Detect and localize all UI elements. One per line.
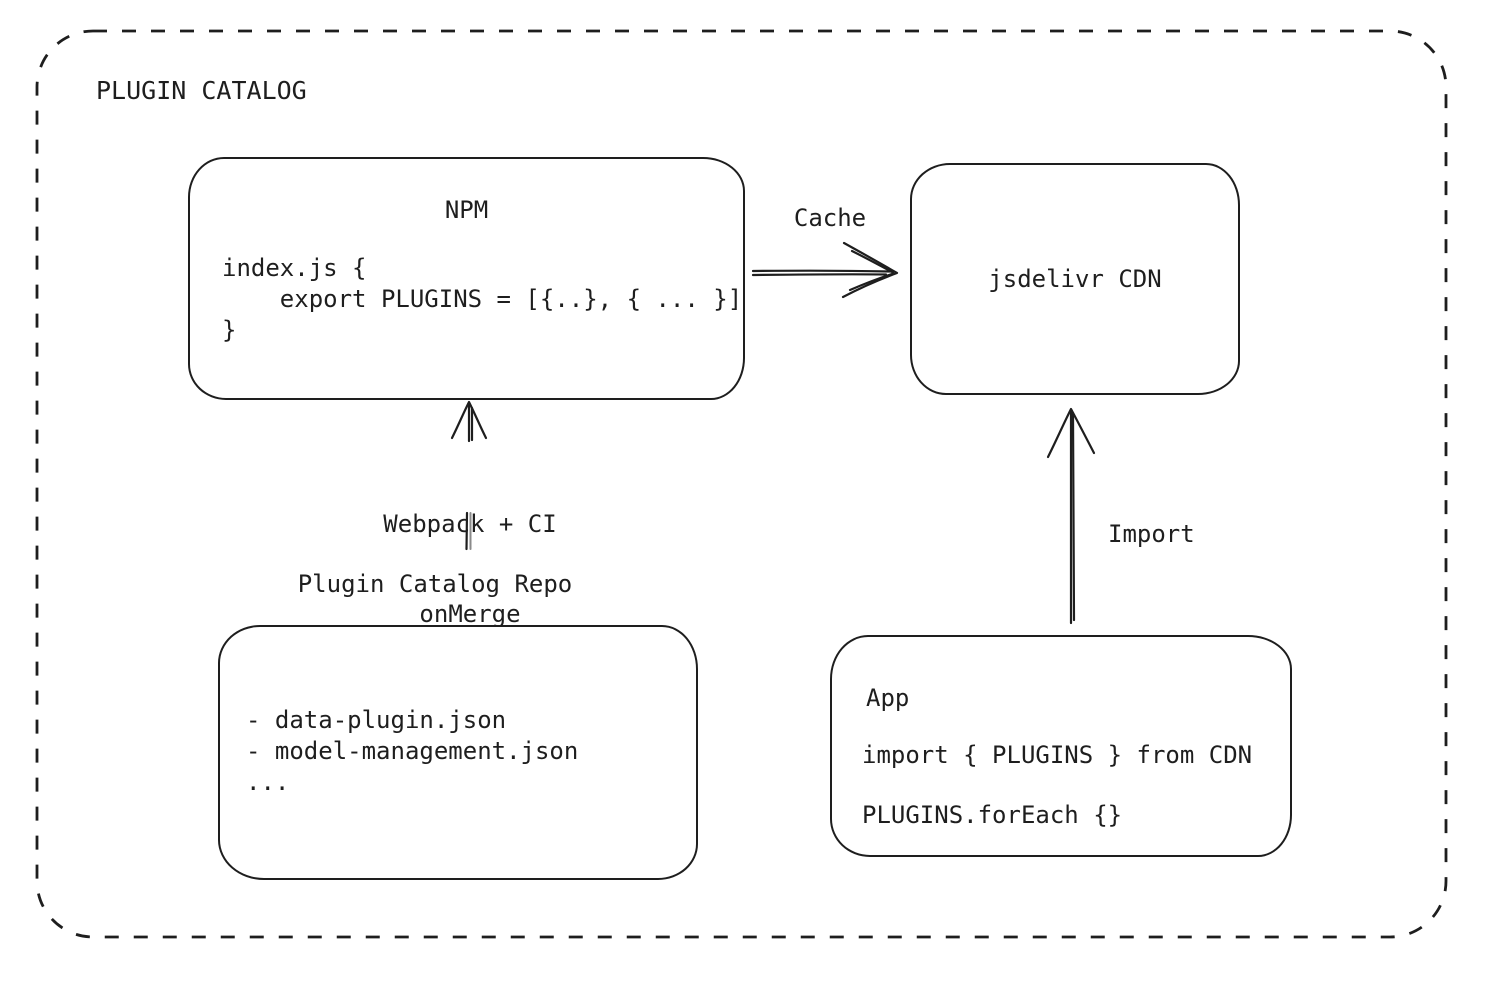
npm-title: NPM (444, 196, 489, 224)
node-cdn: jsdelivr CDN (910, 163, 1240, 395)
cdn-title: jsdelivr CDN (988, 264, 1162, 293)
repo-label: Plugin Catalog Repo (297, 570, 573, 598)
app-title: App (866, 684, 910, 712)
npm-code-line: index.js { (222, 254, 367, 282)
npm-code-block: index.js { export PLUGINS = [{..}, { ...… (222, 253, 742, 346)
repo-file-line: - data-plugin.json (246, 706, 507, 734)
build-arrow-label: Webpack + CI onMerge (340, 449, 600, 689)
repo-file-list: - data-plugin.json - model-management.js… (246, 705, 578, 798)
import-arrow-label: Import (1108, 520, 1195, 548)
build-arrow-label-line1: Webpack + CI (383, 510, 557, 538)
cache-arrow-label: Cache (793, 204, 867, 232)
plugin-catalog-frame-border (35, 29, 1448, 939)
build-arrow-label-line2: onMerge (419, 600, 521, 628)
npm-code-line: export PLUGINS = [{..}, { ... }] (222, 285, 743, 313)
cache-arrow (751, 241, 899, 299)
frame-title: PLUGIN CATALOG (96, 76, 307, 105)
node-repo: - data-plugin.json - model-management.js… (218, 625, 698, 880)
node-npm: NPM index.js { export PLUGINS = [{..}, {… (188, 157, 745, 400)
repo-file-line: ... (246, 768, 290, 796)
app-code-line: import { PLUGINS } from CDN (862, 741, 1253, 769)
build-arrow (450, 400, 488, 551)
node-app: App import { PLUGINS } from CDN PLUGINS.… (830, 635, 1292, 857)
npm-code-line: } (222, 316, 237, 344)
app-code-line: PLUGINS.forEach {} (862, 801, 1123, 829)
repo-file-line: - model-management.json (246, 737, 579, 765)
import-arrow (1046, 407, 1096, 625)
